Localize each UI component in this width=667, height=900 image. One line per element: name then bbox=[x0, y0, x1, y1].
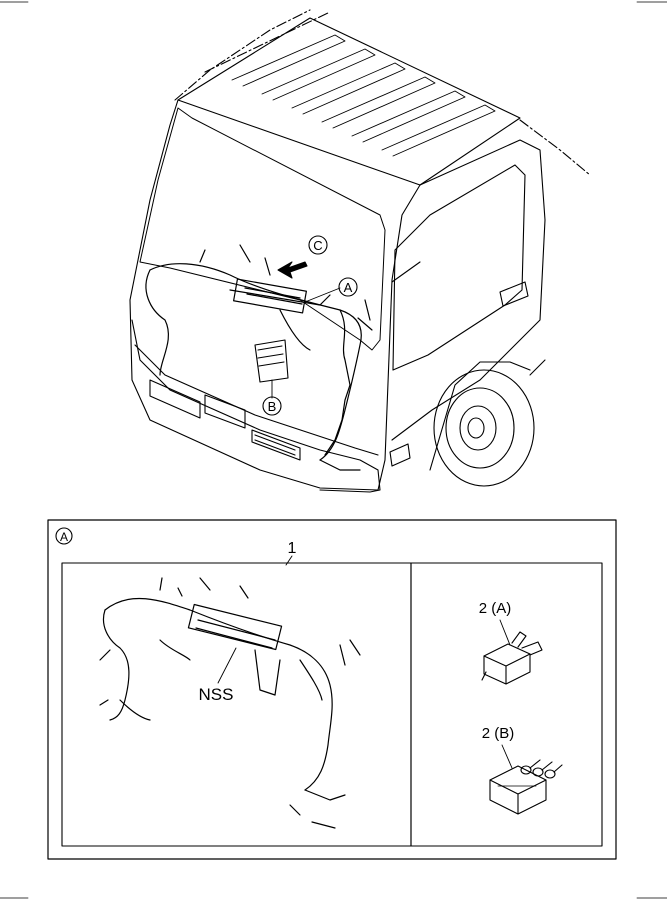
wiring-harness-part bbox=[99, 577, 361, 829]
relay-b-part bbox=[489, 759, 563, 815]
pointer-arrow bbox=[277, 261, 308, 279]
relay-b-label: 2 (B) bbox=[482, 725, 515, 742]
detail-panel: A 1 NSS 2 (A) bbox=[47, 519, 617, 860]
callout-b-letter: B bbox=[268, 399, 277, 414]
callout-b: B bbox=[262, 396, 282, 416]
callout-a: A bbox=[338, 277, 358, 297]
detail-section-marker: A bbox=[60, 530, 68, 544]
callout-c-letter: C bbox=[313, 238, 322, 253]
relay-detail-box bbox=[410, 562, 603, 847]
door-handle bbox=[499, 281, 529, 307]
harness-label-nss: NSS bbox=[199, 685, 234, 704]
callout-a-letter: A bbox=[344, 280, 353, 295]
roof-ribs bbox=[231, 34, 496, 157]
front-bumper bbox=[131, 319, 381, 493]
harness-detail-box bbox=[61, 562, 412, 847]
truck-cab-illustration bbox=[129, 9, 591, 493]
relay-a-part bbox=[481, 631, 543, 685]
callout-c: C bbox=[308, 235, 328, 255]
cab-wiring-harness bbox=[145, 244, 373, 471]
front-wheel bbox=[429, 359, 546, 487]
side-window bbox=[392, 164, 526, 371]
part-number-1: 1 bbox=[288, 540, 297, 557]
ecu-module bbox=[254, 339, 289, 383]
windshield bbox=[139, 107, 386, 351]
relay-a-label: 2 (A) bbox=[479, 600, 512, 617]
